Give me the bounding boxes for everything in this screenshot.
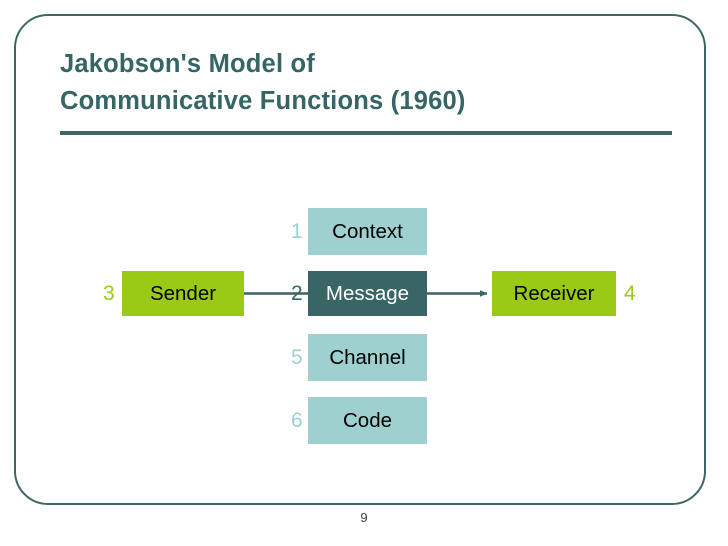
- page-number: 9: [360, 510, 368, 525]
- node-box-context[interactable]: Context: [308, 208, 427, 255]
- node-box-receiver[interactable]: Receiver: [492, 271, 616, 316]
- title-block: Jakobson's Model of Communicative Functi…: [60, 46, 672, 120]
- node-box-message[interactable]: Message: [308, 271, 427, 316]
- slide-border-frame: [14, 14, 706, 505]
- marker-3-sender: 3: [103, 282, 115, 305]
- marker-5-channel: 5: [291, 346, 303, 369]
- marker-4-receiver: 4: [624, 282, 636, 305]
- marker-2-message: 2: [291, 282, 303, 305]
- node-box-sender[interactable]: Sender: [122, 271, 244, 316]
- page-title: Jakobson's Model of Communicative Functi…: [60, 50, 466, 115]
- title-divider-rule: [60, 131, 672, 135]
- node-box-channel[interactable]: Channel: [308, 334, 427, 381]
- marker-6-code: 6: [291, 409, 303, 432]
- marker-1-context: 1: [291, 220, 303, 243]
- node-box-code[interactable]: Code: [308, 397, 427, 444]
